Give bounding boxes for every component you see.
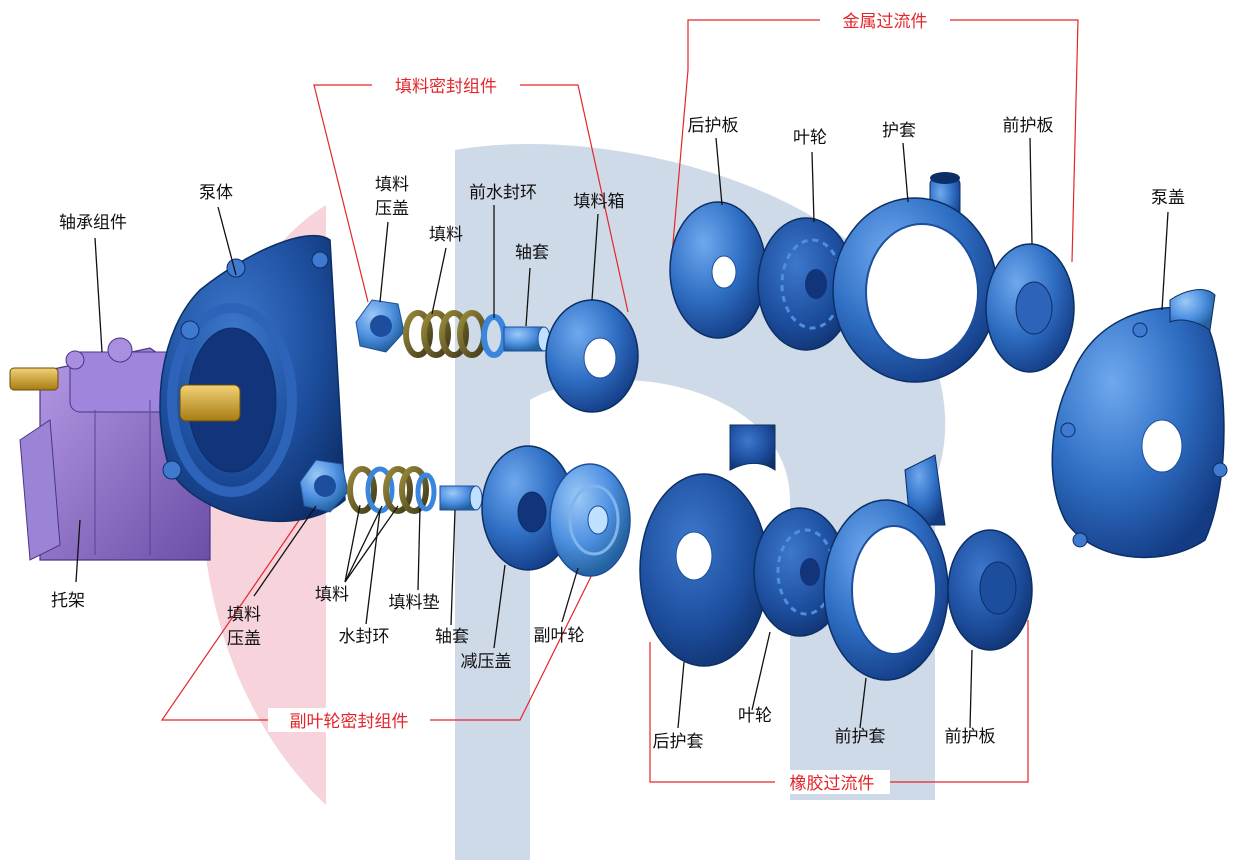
rubber-wet-parts-label: 橡胶过流件 (790, 774, 875, 794)
shaft-sleeve-bottom-label: 轴套 (435, 627, 469, 647)
expeller-gland-label-line1: 填料 (227, 605, 261, 625)
expeller-ring-part (481, 445, 575, 571)
rubber-front-plate-part (947, 529, 1033, 651)
pump-body-label: 泵体 (199, 183, 233, 203)
expeller-label: 副叶轮 (534, 626, 585, 646)
shaft-sleeve-top-label: 轴套 (515, 243, 549, 263)
metal-front-plate-part (985, 243, 1075, 373)
metal-impeller-label: 叶轮 (793, 128, 827, 148)
packing-seal-bracket (313, 84, 629, 313)
metal-wet-parts-bracket (671, 19, 1079, 263)
rubber-impeller-label: 叶轮 (738, 706, 772, 726)
packing-bottom-label: 填料 (315, 585, 349, 605)
logo-blue-hook (530, 422, 740, 520)
part-labels: 轴承组件 泵体 托架 泵盖 填料 压盖 填料 前水封环 轴套 填料箱 后护板 叶… (51, 116, 1185, 752)
rubber-wet-parts-bracket (649, 620, 1029, 783)
bearing-assembly-label: 轴承组件 (59, 213, 127, 233)
rubber-front-plate-label: 前护板 (945, 727, 996, 747)
packing-rings-bottom-part (347, 466, 429, 514)
expeller-part (549, 463, 631, 577)
packing-seal-assembly-label: 填料密封组件 (395, 77, 497, 97)
packing-gland-top-part (355, 299, 405, 353)
front-lantern-ring-label: 前水封环 (469, 183, 537, 203)
leader-lines (75, 137, 1169, 729)
pump-cover-part (1051, 289, 1228, 559)
rubber-back-liner-label: 后护套 (653, 732, 704, 752)
pump-body-part (159, 234, 346, 522)
metal-back-plate-label: 后护板 (688, 116, 739, 136)
lantern-ring-label: 水封环 (339, 627, 390, 647)
metal-impeller-part (757, 217, 855, 351)
expeller-ring-label: 减压盖 (461, 652, 512, 672)
rubber-front-liner-label: 前护套 (835, 727, 886, 747)
packing-gland-top-label-line1: 填料 (375, 175, 409, 195)
packing-top-label: 填料 (429, 225, 463, 245)
metal-front-plate-label: 前护板 (1003, 116, 1054, 136)
metal-volute-liner-part (832, 172, 998, 383)
stuffing-box-label: 填料箱 (574, 192, 625, 212)
metal-wet-parts-label: 金属过流件 (843, 12, 928, 32)
group-labels: 金属过流件 填料密封组件 副叶轮密封组件 橡胶过流件 (268, 8, 950, 794)
expeller-seal-assembly-label: 副叶轮密封组件 (290, 712, 409, 732)
expeller-seal-bracket (160, 515, 621, 721)
shaft-sleeve-top-part (503, 326, 551, 352)
metal-volute-liner-label: 护套 (882, 121, 916, 141)
shaft-sleeve-bottom-part (439, 485, 483, 511)
pump-cover-label: 泵盖 (1151, 188, 1185, 208)
frame-label: 托架 (51, 591, 85, 611)
expeller-gland-label-line2: 压盖 (227, 629, 261, 649)
packing-rings-top-part (403, 310, 487, 358)
stuffing-box-part (545, 299, 639, 413)
packing-gland-top-label-line2: 压盖 (375, 199, 409, 219)
packing-washer-label: 填料垫 (389, 593, 440, 613)
packing-washer-part (415, 472, 437, 512)
metal-back-plate-part (669, 201, 767, 339)
